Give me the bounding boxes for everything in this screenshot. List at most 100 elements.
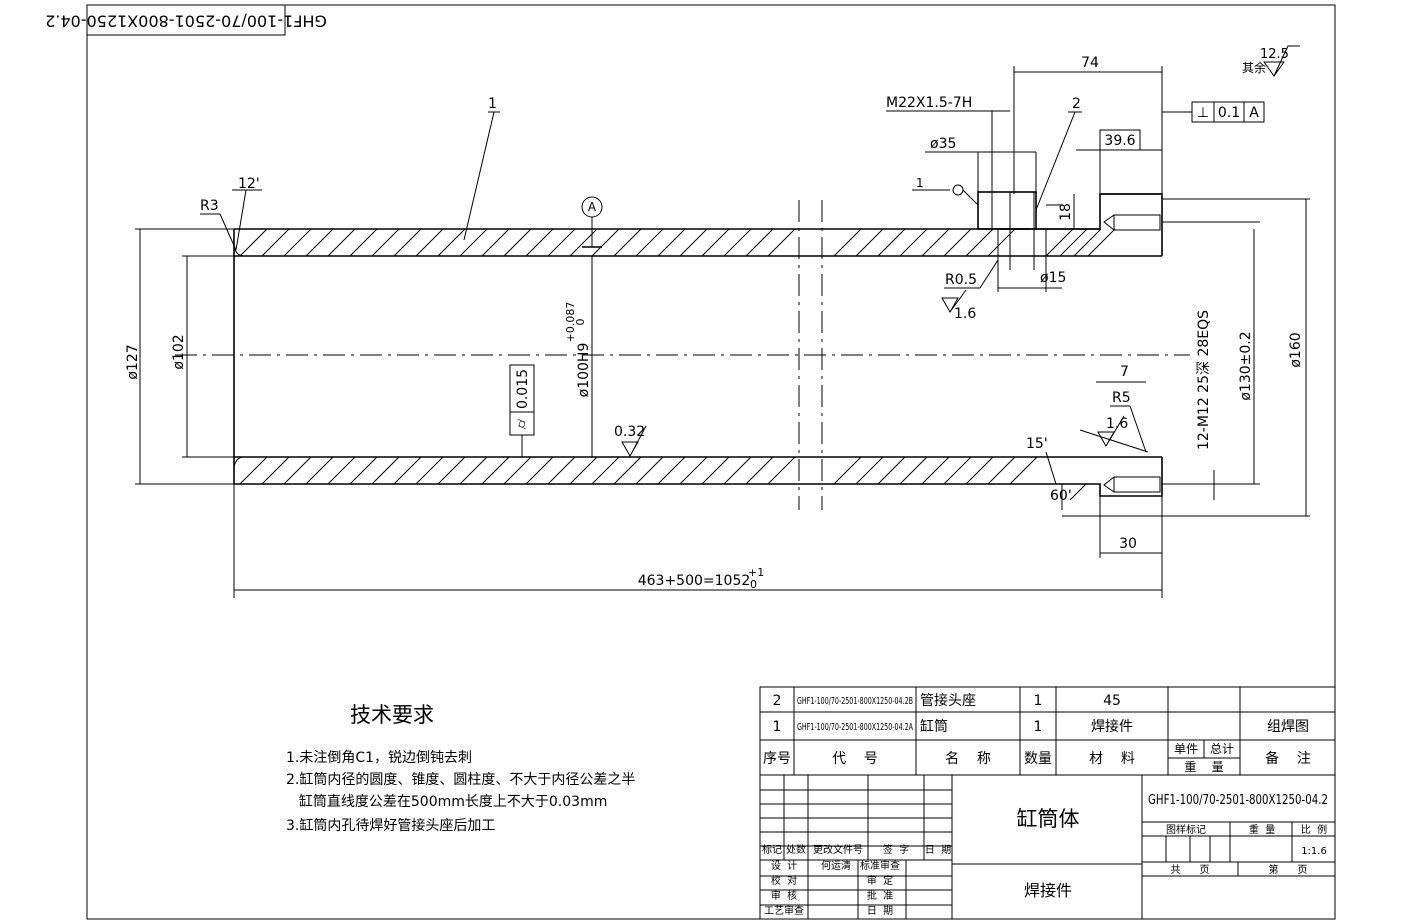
cylindricity-value: 0.015 [515, 369, 531, 409]
hatch-line [877, 228, 906, 257]
hatch-line [393, 456, 422, 485]
dim-angle12: 12' [238, 176, 260, 192]
bom-table: 2 GHF1-100/70-2501-800X1250-04.2B 管接头座 1… [759, 686, 1336, 776]
role-approve-final: 审 定 [867, 874, 893, 887]
role-approve: 批 准 [867, 889, 893, 902]
hatch-line [613, 228, 642, 257]
surface-roughness-note: 其余 12.5 [1242, 45, 1300, 77]
total-sheets: 共 页 [1170, 864, 1209, 876]
hatch-line [899, 228, 928, 257]
stamp-code: GHF1-100/70-2501-800X1250-04.2 [45, 12, 327, 31]
hatch-line [1045, 228, 1074, 257]
hatch-line [481, 228, 510, 257]
hatch-line [591, 228, 620, 257]
bom-h-unit: 单件 [1174, 742, 1198, 756]
bom-row2-name: 管接头座 [920, 692, 976, 709]
dim-length: 463+500=1052 [638, 573, 751, 589]
dim-d100-upper: +0.087 [564, 302, 577, 343]
hatch-line [855, 456, 884, 485]
dim-d100: ø100H9 [576, 343, 592, 398]
hatch-line [833, 228, 862, 257]
perp-value: 0.1 [1218, 105, 1240, 121]
hatch-line [525, 228, 554, 257]
bom-row1-qty: 1 [1034, 719, 1043, 735]
dim-18: 18 [1058, 203, 1074, 221]
dim-d160: ø160 [1288, 332, 1304, 367]
tapped-hole-bottom [1113, 476, 1161, 493]
hatch-line [547, 456, 576, 485]
part-material: 焊接件 [1024, 881, 1072, 900]
hatch-line [525, 456, 554, 485]
hatch-line [899, 456, 928, 485]
dim-flat1: 1 [916, 176, 924, 190]
hatch-line [305, 228, 334, 257]
tech-requirements: 技术要求 1.未注倒角C1，锐边倒钝去刺 2.缸筒内径的圆度、锥度、圆柱度、不大… [286, 703, 635, 834]
hatch-line [701, 456, 730, 485]
dim-r05: R0.5 [945, 272, 977, 288]
hatch-line [987, 228, 1016, 257]
bom-h-weight: 重 量 [1184, 760, 1223, 774]
dim-d15: ø15 [1040, 270, 1066, 286]
role-design: 设 计 [771, 859, 797, 872]
dim-angle60: 60' [1050, 488, 1072, 504]
bom-row2-material: 45 [1103, 693, 1121, 709]
tech-req-line-1: 1.未注倒角C1，锐边倒钝去刺 [286, 750, 472, 766]
hatch-line [965, 228, 994, 257]
hatch-line [723, 456, 752, 485]
hatch-line [1059, 228, 1088, 257]
datum-a-label: A [588, 200, 597, 214]
hatch-line [767, 456, 796, 485]
drawing-number: GHF1-100/70-2501-800X1250-04.2 [1148, 793, 1328, 808]
hatch-line [745, 456, 774, 485]
cylindricity-symbol: ⌭ [514, 419, 530, 429]
hatch-line [437, 456, 466, 485]
section-hatching [239, 228, 1116, 485]
hatch-line [415, 456, 444, 485]
dim-length-lower: 0 [750, 578, 757, 591]
stage-mark-label: 图样标记 [1166, 823, 1206, 836]
sheet-number: 第 页 [1268, 863, 1307, 876]
dim-74: 74 [1081, 55, 1099, 71]
hatch-line [987, 456, 1016, 485]
tech-req-line-3: 缸筒直线度公差在500mm长度上不大于0.03mm [290, 793, 607, 810]
hatch-line [459, 228, 488, 257]
hatch-line [305, 456, 334, 485]
dim-holes: 12-M12 25深 28EQS [1196, 310, 1212, 450]
hatch-line [613, 456, 642, 485]
dim-r3: R3 [200, 198, 219, 214]
dim-thread: M22X1.5-7H [886, 95, 972, 111]
tapped-hole-top [1113, 214, 1161, 231]
rev-h-mark: 标记 [762, 844, 782, 856]
hatch-line [965, 456, 994, 485]
pipe-seat [977, 191, 1037, 230]
dim-39-6: 39.6 [1104, 133, 1135, 149]
dim-30: 30 [1119, 536, 1137, 552]
title-block: 缸筒体 焊接件 GHF1-100/70-2501-800X1250-04.2 图… [759, 774, 1336, 920]
dim-r5: R5 [1112, 390, 1131, 406]
tech-req-line-4: 3.缸筒内孔待焊好管接头座后加工 [286, 817, 495, 834]
scale-label: 比 例 [1301, 823, 1327, 836]
dim-d102: ø102 [171, 334, 187, 369]
hatch-line [569, 228, 598, 257]
hatch-line [1087, 228, 1116, 257]
hatch-line [327, 228, 356, 257]
hatch-line [635, 228, 664, 257]
drawing-frame [86, 4, 1336, 920]
hatch-line [679, 228, 708, 257]
rev-h-count: 处数 [786, 843, 806, 856]
hatch-line [283, 456, 312, 485]
bom-h-name: 名 称 [945, 751, 991, 767]
bom-row1-code: GHF1-100/70-2501-800X1250-04.2A [797, 722, 913, 733]
bom-row1-note: 组焊图 [1267, 719, 1309, 735]
weight-label: 重 量 [1249, 823, 1275, 836]
hatch-line [371, 456, 400, 485]
dimensions: ø127 ø102 ø100H9 +0.087 0 ⌭ 0.015 A 0.32… [125, 55, 1310, 598]
perp-datum: A [1249, 105, 1259, 121]
rev-h-sign: 签 字 [883, 843, 909, 856]
bom-h-material: 材 料 [1089, 751, 1135, 767]
dim-angle15: 15' [1026, 436, 1048, 452]
hatch-line [657, 228, 686, 257]
hatch-line [635, 456, 664, 485]
hatch-line [547, 228, 576, 257]
